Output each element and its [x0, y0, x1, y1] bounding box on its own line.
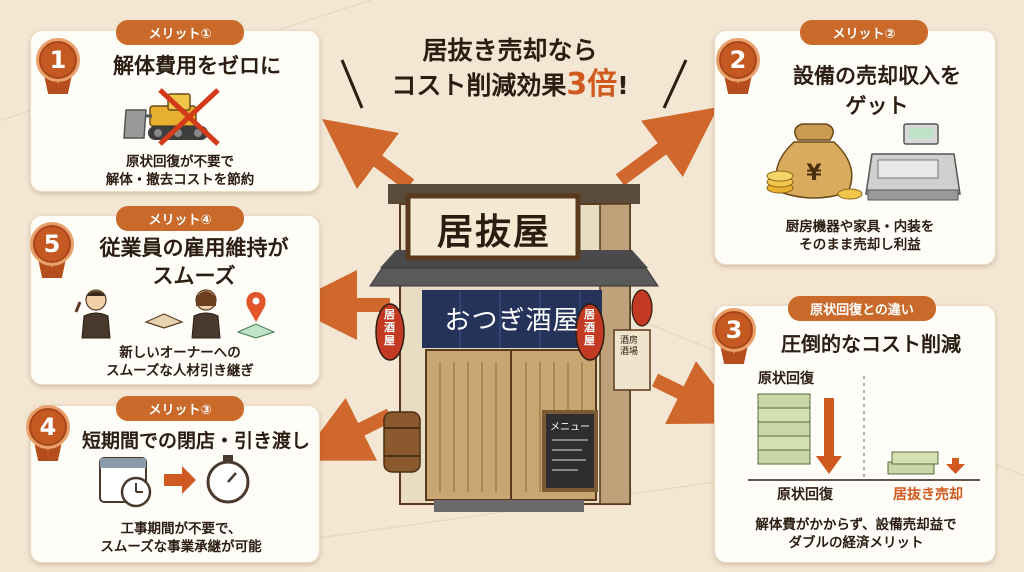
bulldozer-crossed-icon	[123, 88, 220, 146]
arrow-to-merit2	[615, 107, 719, 186]
headline: 居抜き売却なら コスト削減効果3倍!	[360, 34, 660, 103]
merit3-number: 3	[712, 308, 756, 352]
merit4-desc-line1: 工事期間が不要で、	[120, 521, 242, 537]
compare-left-top-label: 原状回復	[758, 371, 814, 387]
left-lantern-text: 居酒屋	[384, 308, 395, 347]
merit4-title: 短期間での閉店・引き渡し	[81, 430, 310, 452]
small-money-stack-icon	[887, 451, 939, 475]
merit5-title-line2: スムーズ	[152, 264, 236, 288]
arrow-to-merit1	[322, 119, 415, 191]
merit5-number: 5	[30, 222, 74, 266]
merit5-title-line1: 従業員の雇用維持が	[99, 236, 289, 260]
merit3-title: 圧倒的なコスト削減	[781, 332, 961, 356]
merit2-badge: メリット②	[800, 20, 928, 45]
headline-line2-prefix: コスト削減効果	[391, 71, 567, 100]
large-money-stack-icon	[757, 393, 811, 465]
merit4-desc: 工事期間が不要で、 スムーズな事業承継が可能	[56, 520, 306, 556]
merit4-number-medal: 4	[26, 405, 70, 461]
staff-handshake-icon	[74, 289, 276, 339]
money-bag-and-register-icon: ¥	[766, 123, 961, 201]
headline-line2-suffix: !	[617, 71, 629, 100]
arrow-to-merit4	[298, 398, 394, 461]
merit1-badge: メリット①	[116, 20, 244, 45]
merit2-desc: 厨房機器や家具・内装を そのまま売却し利益	[740, 218, 980, 254]
merit2-number: 2	[716, 38, 760, 82]
menu-board-title: メニュー	[550, 422, 590, 433]
merit2-desc-line1: 厨房機器や家具・内装を	[785, 219, 935, 235]
merit2-desc-line2: そのまま売却し利益	[799, 237, 921, 253]
merit2-title-line1: 設備の売却収入を	[793, 64, 961, 88]
merit4-desc-line2: スムーズな事業承継が可能	[100, 539, 262, 555]
large-down-arrow-icon	[816, 398, 842, 474]
merit1-desc-line1: 原状回復が不要で	[126, 154, 234, 170]
merit1-title: 解体費用をゼロに	[113, 54, 281, 78]
headline-line2: コスト削減効果3倍!	[360, 68, 660, 103]
merit2-number-medal: 2	[716, 38, 760, 94]
calendar-clock-to-stopwatch-icon	[99, 455, 250, 508]
side-sign-text: 酒房 酒場	[620, 336, 639, 357]
merit3-badge: 原状回復との違い	[788, 296, 936, 321]
small-down-arrow-icon	[946, 458, 965, 474]
merit1-number-medal: 1	[36, 38, 80, 94]
merit1-desc: 原状回復が不要で 解体・撤去コストを節約	[60, 153, 300, 189]
right-lantern-text: 居酒屋	[584, 308, 595, 347]
merit2-card	[714, 30, 996, 265]
merit1-number: 1	[36, 38, 80, 82]
merit3-desc-line2: ダブルの経済メリット	[788, 535, 924, 551]
noren-text: おつぎ酒屋	[444, 306, 580, 336]
merit2-title-line2: ゲット	[845, 94, 909, 118]
merit5-number-medal: 5	[30, 222, 74, 278]
merit4-number: 4	[26, 405, 70, 449]
merit5-badge: メリット④	[116, 206, 244, 231]
merit5-desc: 新しいオーナーへの スムーズな人材引き継ぎ	[60, 344, 300, 380]
merit1-desc-line2: 解体・撤去コストを節約	[105, 172, 255, 188]
store-sign: 居抜屋	[436, 211, 551, 253]
merit5-desc-line2: スムーズな人材引き継ぎ	[106, 363, 254, 379]
arrow-to-merit3	[651, 361, 744, 424]
compare-right-bottom-label: 居抜き売却	[893, 487, 963, 503]
merit3-number-medal: 3	[712, 308, 756, 364]
cost-compare-graphic	[748, 376, 980, 481]
izakaya-storefront-illustration	[369, 184, 659, 512]
merit3-desc-line1: 解体費がかからず、設備売却益で	[755, 517, 957, 533]
compare-left-bottom-label: 原状回復	[777, 487, 833, 503]
headline-accent: 3倍	[566, 67, 618, 102]
svg-text:¥: ¥	[806, 161, 822, 186]
merit3-desc: 解体費がかからず、設備売却益で ダブルの経済メリット	[722, 516, 990, 552]
headline-line1: 居抜き売却なら	[422, 36, 598, 65]
merit5-desc-line1: 新しいオーナーへの	[119, 345, 241, 361]
merit4-badge: メリット③	[116, 396, 244, 421]
